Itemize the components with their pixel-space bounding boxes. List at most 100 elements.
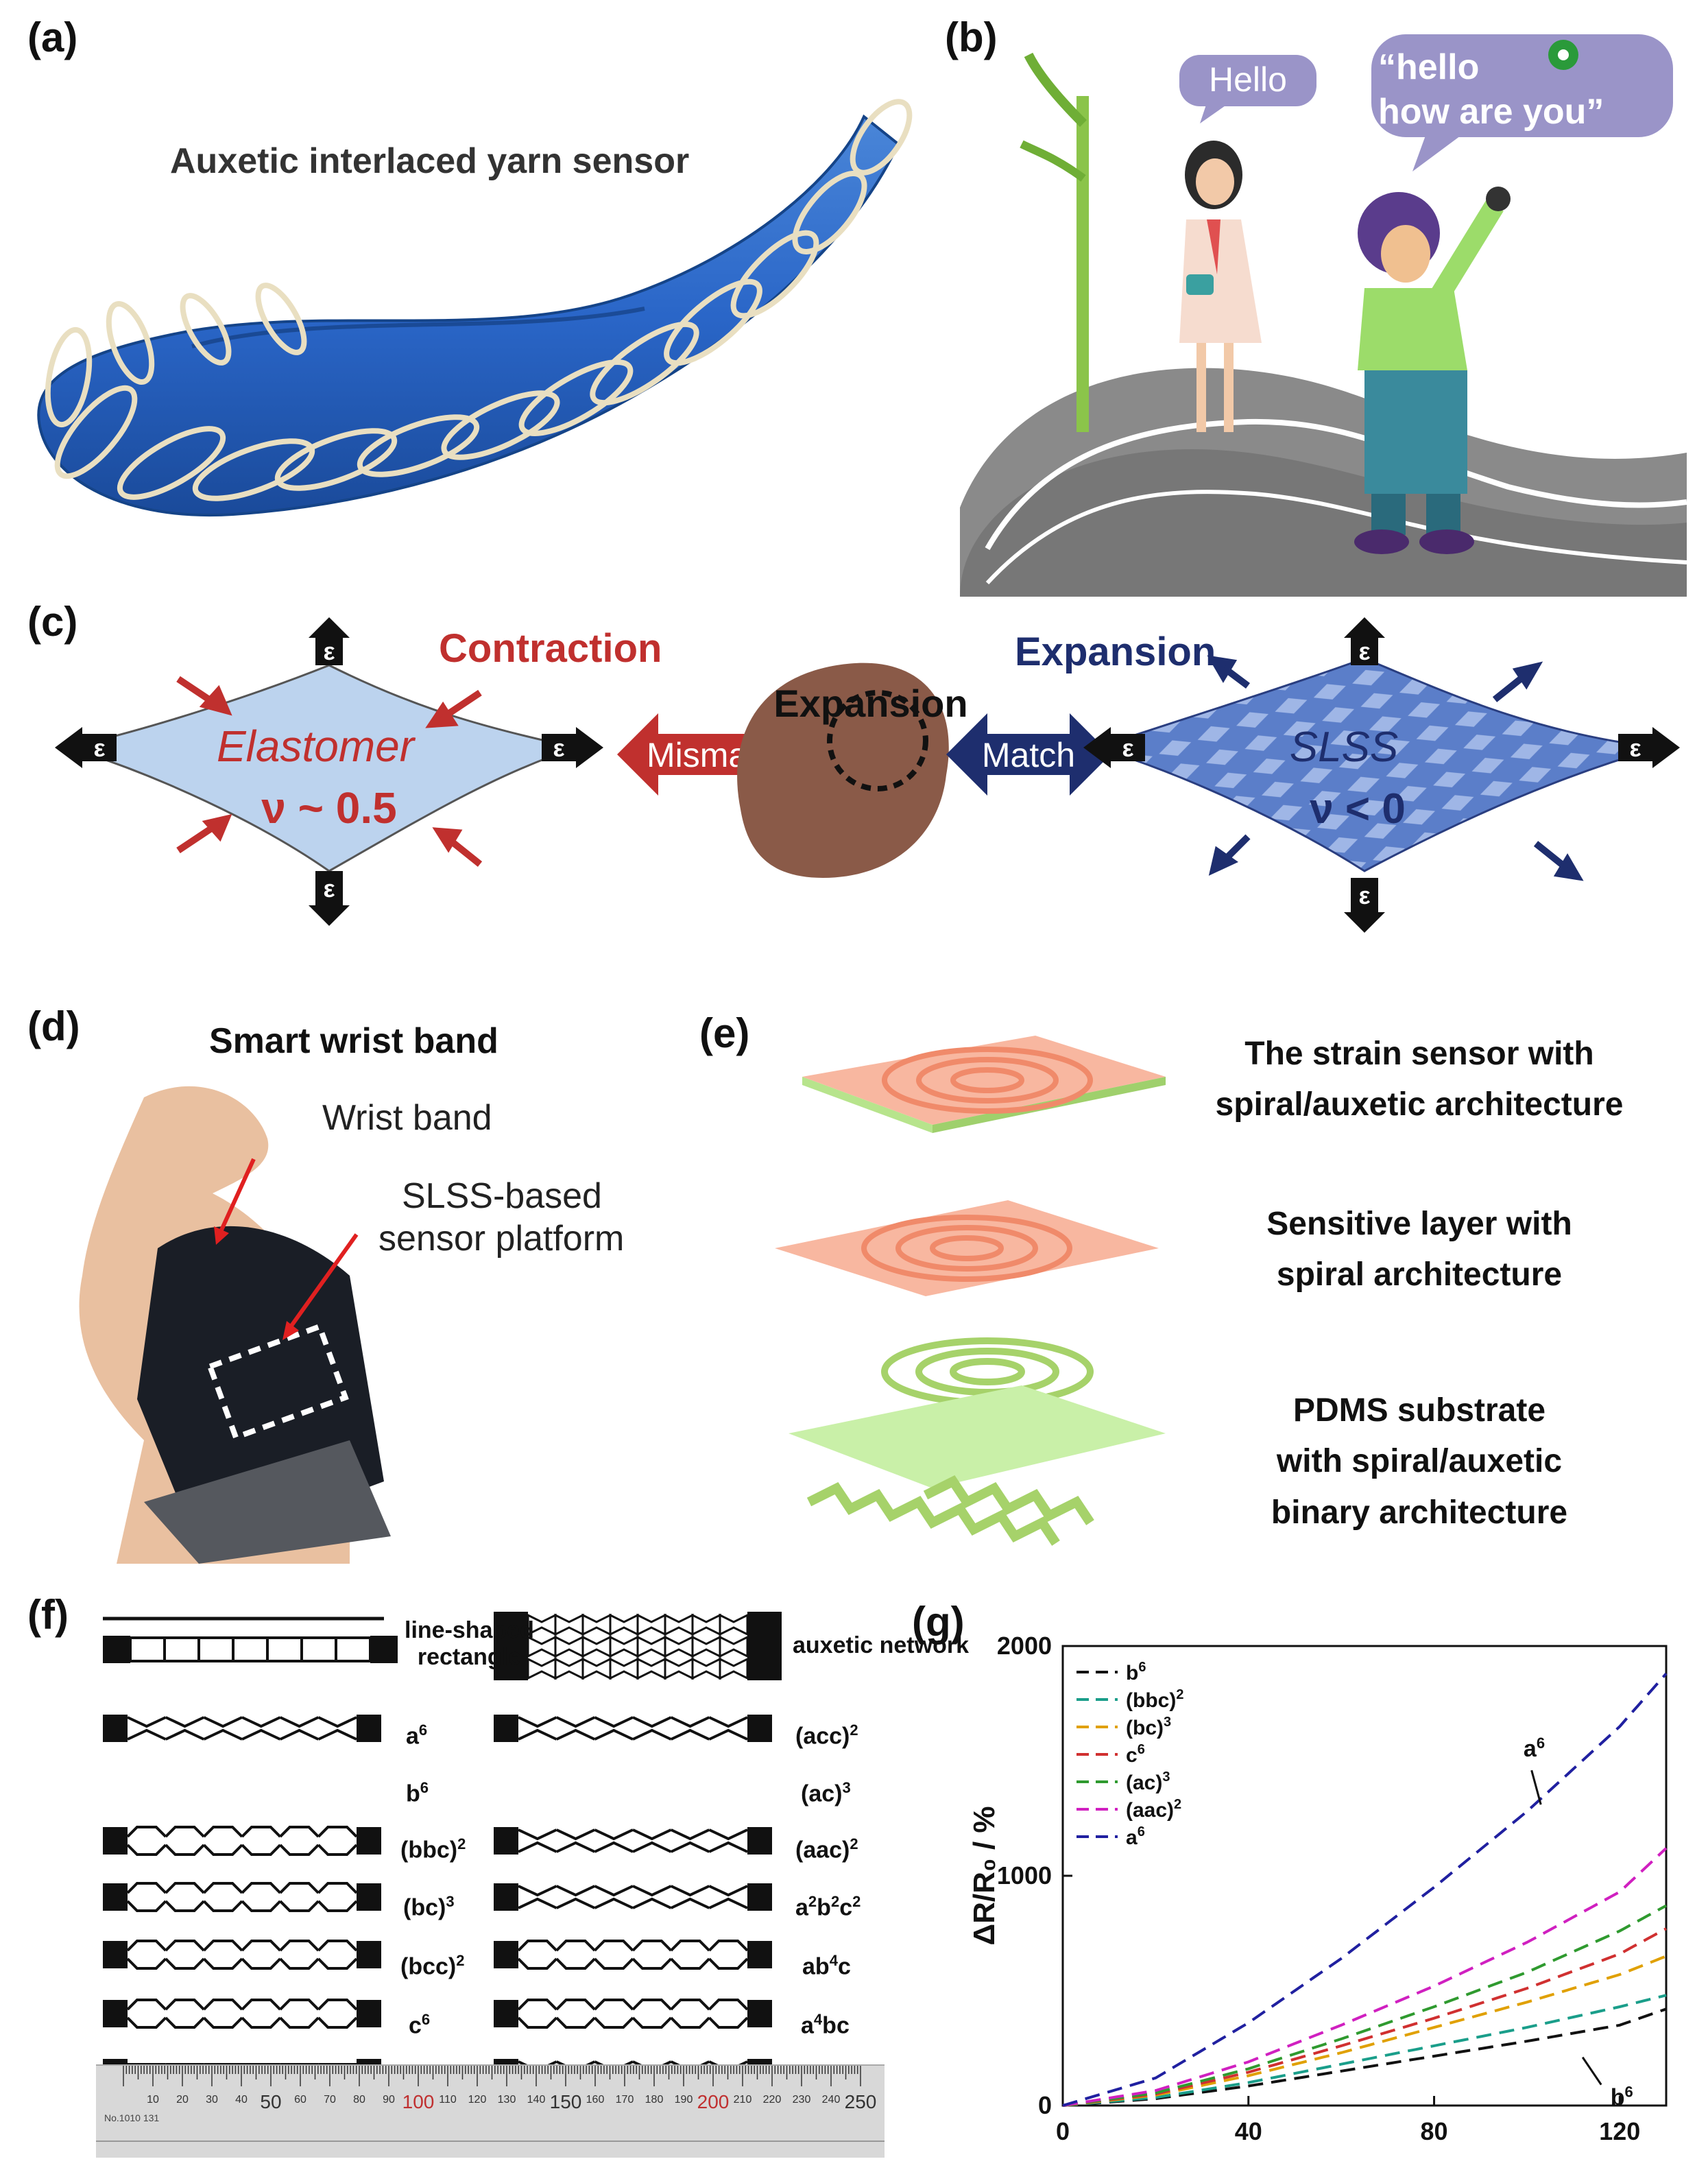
strip-a2b2c2	[494, 1940, 772, 1970]
strip-label-acc2: (acc)2	[795, 1721, 858, 1750]
strip-clamp	[747, 1612, 782, 1680]
ruler-text: No.1010 131	[104, 2112, 160, 2123]
layer2-caption-line2: spiral architecture	[1276, 1256, 1563, 1293]
series-line-(bc)3	[1062, 1955, 1667, 2107]
epsilon-bottom-1: ε	[323, 874, 335, 903]
panel-label-f: (f)	[27, 1592, 69, 1638]
epsilon-top-1: ε	[323, 637, 335, 665]
strip-label-bc3: (bc)3	[403, 1893, 455, 1921]
ruler-tick-label: 110	[439, 2094, 457, 2106]
strip-a6	[103, 1715, 381, 1742]
x-tick-label: 120	[1599, 2117, 1640, 2145]
y-axis-label: ΔR/R₀ / %	[967, 1806, 1001, 1945]
strip-label-aac2: (aac)2	[795, 1835, 858, 1863]
panel-label-b: (b)	[945, 14, 998, 60]
epsilon-right-1: ε	[553, 734, 564, 762]
elastomer-poisson-ratio: ν ~ 0.5	[261, 783, 397, 833]
panel-label-c: (c)	[27, 599, 78, 645]
strip-label-a6: a6	[406, 1721, 428, 1750]
strip-ab4c	[494, 1999, 772, 2029]
ruler-tick-label: 210	[734, 2094, 752, 2106]
ruler-tick-label: 40	[235, 2094, 248, 2106]
strip-label-ab4c: ab4c	[802, 1952, 851, 1980]
match-label: Match	[982, 736, 1075, 774]
strip-b6	[103, 1826, 381, 1856]
platform-label-line1: SLSS-based	[402, 1176, 602, 1216]
series-line-(ac)3	[1062, 1904, 1667, 2107]
ruler-tick-label: 180	[645, 2094, 664, 2106]
panel-label-e: (e)	[699, 1010, 750, 1056]
ruler-tick-label: 120	[468, 2094, 487, 2106]
strip-label-ac3: (ac)3	[801, 1779, 851, 1807]
layer1-caption-line1: The strain sensor with	[1244, 1036, 1594, 1072]
layer2-caption-line1: Sensitive layer with	[1266, 1206, 1572, 1242]
legend-label: (ac)3	[1126, 1769, 1170, 1794]
strip-bc3	[103, 1940, 381, 1970]
epsilon-top-2: ε	[1358, 637, 1370, 665]
strip-label-a4bc: a4bc	[801, 2011, 850, 2039]
poisson-ratio-diagram: Elastomer ν ~ 0.5 ε ε ε ε Contraction Mi…	[55, 617, 1680, 933]
strip-clamp	[103, 1636, 130, 1663]
y-tick-label: 0	[1038, 2091, 1052, 2119]
ruler-tick-label: 20	[176, 2094, 189, 2106]
ruler-tick-label: 70	[324, 2094, 336, 2106]
epsilon-right-2: ε	[1629, 734, 1641, 762]
series-line-b6	[1062, 2007, 1667, 2107]
strip-auxetic-network	[527, 1613, 749, 1680]
strip-label-a2b2c2: a2b2c2	[795, 1893, 861, 1921]
y-tick-label: 1000	[997, 1861, 1052, 1889]
strip-label-bcc2: (bcc)2	[400, 1952, 465, 1980]
strip-clamp	[370, 1636, 398, 1663]
ruler-tick-label: 190	[675, 2094, 693, 2106]
ruler-tick-label: 140	[527, 2094, 546, 2106]
ruler-tick-label: 130	[498, 2094, 516, 2106]
ruler-tick-label: 50	[260, 2091, 281, 2112]
speech-bubble-hello	[1179, 55, 1316, 106]
series-line-(bbc)2	[1062, 1994, 1667, 2107]
epsilon-bottom-2: ε	[1358, 881, 1370, 909]
ruler-tick-label: 240	[822, 2094, 841, 2106]
strip-ac3	[494, 1827, 772, 1855]
layer1-caption: The strain sensor with spiral/auxetic ar…	[1138, 1029, 1700, 1131]
layer3-caption-line3: binary architecture	[1271, 1494, 1568, 1531]
panel-label-d: (d)	[27, 1003, 80, 1049]
legend-label: (bbc)2	[1126, 1687, 1183, 1712]
strip-bcc2	[103, 1999, 381, 2029]
panel-d-title: Smart wrist band	[209, 1021, 498, 1061]
chart-frame	[1061, 1645, 1668, 2107]
ruler-tick-label: 80	[353, 2094, 365, 2106]
annotation-b6: b6	[1611, 2084, 1633, 2111]
match-arrow	[946, 713, 1111, 796]
ruler-tick-label: 90	[383, 2094, 395, 2106]
annotation-a6: a6	[1524, 1734, 1545, 1762]
strip-acc2	[494, 1715, 772, 1742]
ruler-tick-label: 30	[206, 2094, 218, 2106]
epsilon-left-1: ε	[93, 734, 105, 762]
ruler-tick-label: 150	[550, 2091, 582, 2112]
ruler-tick-label: 60	[294, 2094, 306, 2106]
wrist-band-label: Wrist band	[322, 1098, 492, 1138]
strip-bbc2	[103, 1882, 381, 1912]
chart-legend: b6(bbc)2(bc)3c6(ac)3(aac)2a6	[1076, 1660, 1183, 1849]
series-line-(aac)2	[1062, 1847, 1668, 2107]
bubble-right-line2: how are you”	[1378, 92, 1604, 132]
panel-label-g: (g)	[912, 1599, 965, 1645]
legend-label: a6	[1126, 1824, 1145, 1849]
auxetic-yarn-illustration	[37, 99, 913, 517]
layer2-caption: Sensitive layer with spiral architecture	[1138, 1199, 1700, 1301]
series-line-c6	[1062, 1927, 1667, 2107]
ruler-tick-label: 220	[763, 2094, 782, 2106]
strip-clamp	[494, 1612, 528, 1680]
strip-label-b6: b6	[406, 1779, 429, 1807]
wrist-band-photo	[79, 1086, 391, 1564]
elastomer-label: Elastomer	[217, 722, 416, 771]
woman-figure	[1179, 141, 1262, 432]
contraction-label: Contraction	[439, 626, 662, 671]
platform-label-line2: sensor platform	[378, 1219, 625, 1259]
panel-label-a: (a)	[27, 14, 78, 60]
ruler-tick-label: 250	[845, 2091, 877, 2112]
bubble-hello-text: Hello	[1209, 60, 1287, 99]
strip-label-bbc2: (bbc)2	[400, 1835, 466, 1863]
